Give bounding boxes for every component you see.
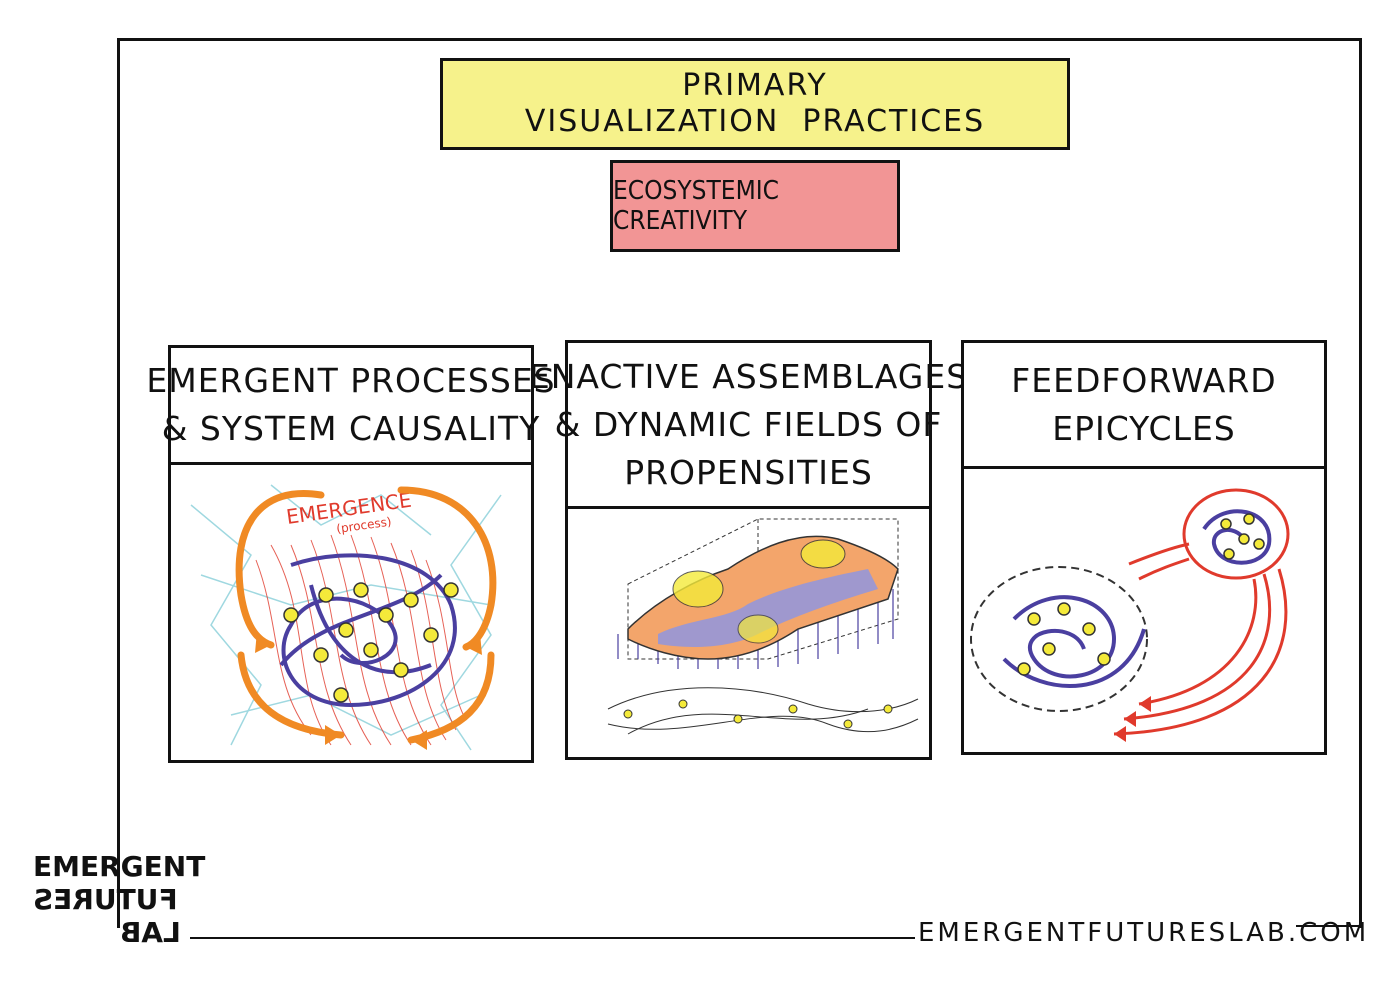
subtitle-text: ECOSYSTEMIC CREATIVITY: [613, 176, 779, 236]
panel-enactive-assemblages: ENACTIVE ASSEMBLAGES & DYNAMIC FIELDS OF…: [529, 340, 967, 760]
panel-header: EMERGENT PROCESSES & SYSTEM CAUSALITY: [146, 348, 555, 465]
frame-bottom-line-end: [1296, 925, 1362, 927]
logo-line-1: EMERGENT: [33, 850, 206, 883]
panel-title-line: & DYNAMIC FIELDS OF: [554, 404, 943, 444]
panel-title-line: EMERGENT PROCESSES: [146, 361, 556, 400]
title-line-2: VISUALIZATION PRACTICES: [524, 104, 986, 139]
footer-url[interactable]: EMERGENTFUTURESLAB.COM: [918, 918, 1370, 948]
panel-header: ENACTIVE ASSEMBLAGES & DYNAMIC FIELDS OF…: [529, 343, 967, 509]
subtitle-box: ECOSYSTEMIC CREATIVITY: [610, 160, 900, 252]
panel-emergent-processes: EMERGENT PROCESSES & SYSTEM CAUSALITY EM…: [146, 345, 555, 763]
page-frame: [117, 38, 1362, 928]
emergence-illustration: EMERGENCE (process): [171, 465, 531, 760]
panel-title-line: EPICYCLES: [1052, 408, 1236, 448]
propensity-field-illustration: [568, 509, 929, 757]
panel-title-line: & SYSTEM CAUSALITY: [161, 409, 541, 448]
logo-line-2: FUTURES: [33, 883, 178, 916]
title-line-1: PRIMARY: [682, 68, 828, 103]
title-box: PRIMARY VISUALIZATION PRACTICES: [440, 58, 1070, 150]
emergent-futures-lab-logo: EMERGENT FUTURES LAB: [33, 850, 206, 949]
panel-header: FEEDFORWARD EPICYCLES: [964, 343, 1324, 469]
panel-title-line: ENACTIVE ASSEMBLAGES: [528, 356, 969, 396]
logo-line-3: LAB: [120, 916, 181, 949]
panel-feedforward-epicycles: FEEDFORWARD EPICYCLES: [961, 340, 1327, 755]
frame-bottom-line: [190, 937, 915, 939]
panel-title-line: PROPENSITIES: [624, 452, 873, 492]
panel-title-line: FEEDFORWARD: [1011, 360, 1277, 400]
epicycles-illustration: [964, 469, 1324, 752]
